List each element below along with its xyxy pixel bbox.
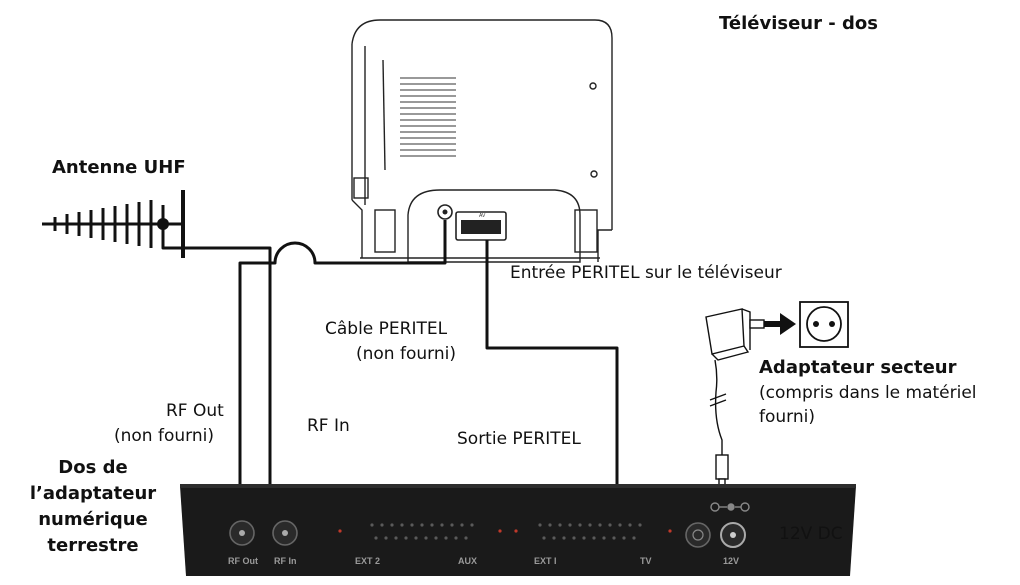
panel-aux: AUX bbox=[458, 556, 477, 566]
tv-scart-tag: AV bbox=[479, 213, 486, 219]
device-title-3: numérique bbox=[38, 509, 148, 530]
peritel-output-label: Sortie PERITEL bbox=[457, 429, 581, 449]
device-title-2: l’adaptateur bbox=[29, 483, 157, 504]
rf-in-cable bbox=[161, 224, 272, 512]
power-adapter-note-2: fourni) bbox=[759, 407, 815, 427]
panel-12v: 12V bbox=[723, 556, 739, 566]
tv-scart-socket-icon: AV bbox=[455, 211, 507, 241]
rf-out-note: (non fourni) bbox=[114, 426, 214, 446]
power-adapter-note-1: (compris dans le matériel bbox=[759, 383, 977, 403]
wall-outlet-icon bbox=[799, 301, 849, 348]
tv-peritel-input-label: Entrée PERITEL sur le téléviseur bbox=[510, 263, 782, 283]
audio-socket-icon bbox=[685, 522, 711, 548]
rf-out-cable bbox=[238, 220, 447, 512]
digital-adapter-device: RF Out RF In EXT 2 AUX EXT I TV 12V bbox=[180, 484, 856, 576]
tv-vent-grille bbox=[400, 77, 456, 157]
rf-in-label: RF In bbox=[307, 416, 350, 436]
peritel-cable-note: (non fourni) bbox=[356, 344, 456, 364]
tv-back bbox=[351, 19, 613, 263]
panel-rf-in: RF In bbox=[274, 556, 297, 566]
plug-arrow-icon bbox=[764, 313, 796, 335]
antenna-title: Antenne UHF bbox=[52, 157, 186, 178]
dc-12v-label: 12V DC bbox=[779, 524, 843, 544]
scart-pins bbox=[370, 523, 642, 540]
peritel-cable-label: Câble PERITEL bbox=[325, 319, 448, 339]
dc-polarity-icon bbox=[710, 502, 750, 512]
rf-out-label: RF Out bbox=[166, 401, 224, 421]
tv-back-title: Téléviseur - dos bbox=[719, 13, 878, 34]
device-title-4: terrestre bbox=[47, 535, 139, 556]
panel-tv: TV bbox=[640, 556, 652, 566]
panel-ext2: EXT 2 bbox=[355, 556, 380, 566]
power-adapter-icon bbox=[705, 308, 765, 486]
peritel-cable bbox=[485, 240, 619, 512]
panel-rf-out: RF Out bbox=[228, 556, 258, 566]
panel-ext1: EXT I bbox=[534, 556, 557, 566]
device-title-1: Dos de bbox=[58, 457, 128, 478]
power-adapter-title: Adaptateur secteur bbox=[759, 357, 957, 378]
cable-lines bbox=[161, 220, 619, 540]
